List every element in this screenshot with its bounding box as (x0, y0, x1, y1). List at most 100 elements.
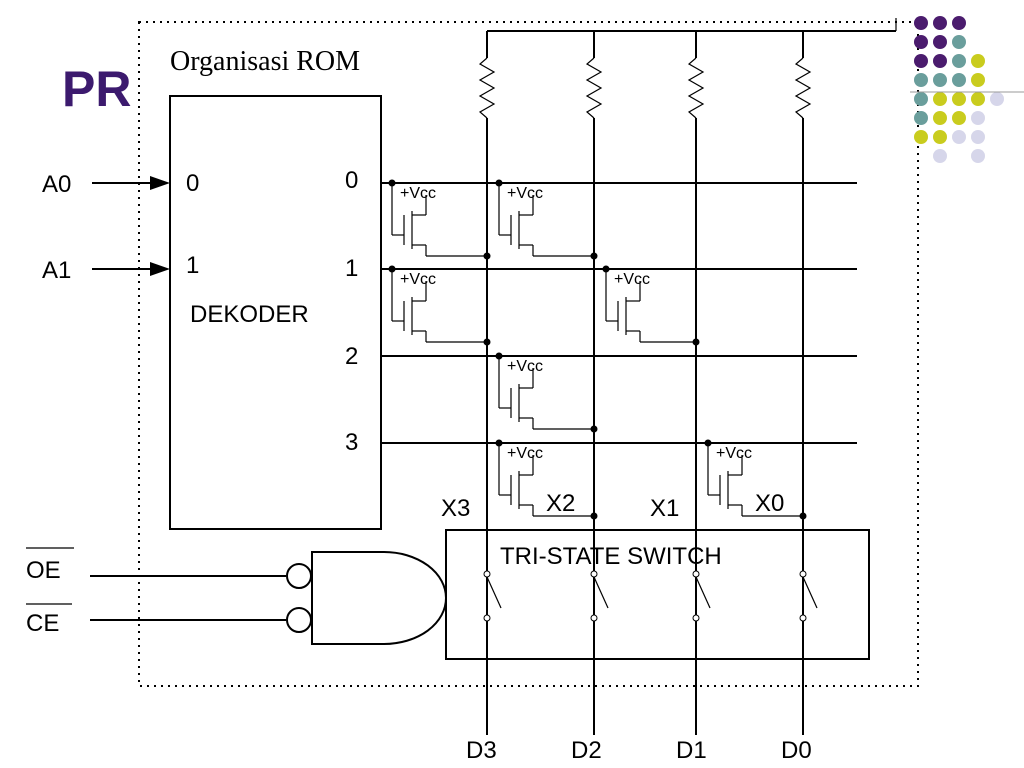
control-label-oe: OE (26, 557, 61, 584)
decorative-dot (914, 130, 928, 144)
column-label-x3: X3 (441, 495, 470, 522)
decorative-dot (952, 92, 966, 106)
decorative-dots (914, 16, 1004, 163)
switch-top-contact-3 (799, 570, 807, 578)
memory-array: +Vcc +Vcc +Vcc +Vcc +Vcc +Vcc +Vcc (381, 31, 857, 735)
decoder-input-1: 1 (186, 252, 199, 279)
decorative-dot (914, 73, 928, 87)
decorative-dot (952, 130, 966, 144)
memory-cell: +Vcc (388, 179, 491, 260)
output-label-d0: D0 (781, 737, 812, 764)
control-label-ce: CE (26, 610, 59, 637)
oe-inverter-bubble (286, 563, 312, 589)
diagram-title: Organisasi ROM (170, 46, 360, 77)
address-input-a1: A1 (42, 257, 71, 284)
cell-vcc-label: +Vcc (507, 358, 543, 375)
switch-bottom-contact-1 (590, 614, 598, 622)
decorative-dot (971, 92, 985, 106)
switch-bottom-contact-0 (483, 614, 491, 622)
memory-cell: +Vcc (602, 265, 700, 346)
decorative-dot (914, 35, 928, 49)
cell-bit-junction (590, 425, 598, 433)
a0-arrow (150, 176, 170, 190)
decoder-label: DEKODER (190, 301, 309, 328)
switch-blade-0 (486, 576, 502, 609)
cell-bit-junction (590, 512, 598, 520)
decorative-dot (971, 130, 985, 144)
output-label-d3: D3 (466, 737, 497, 764)
cell-bit-junction (799, 512, 807, 520)
switch-top-contact-2 (692, 570, 700, 578)
decorative-dot (971, 54, 985, 68)
cell-vcc-label: +Vcc (400, 271, 436, 288)
decorative-dot (971, 73, 985, 87)
decorative-dot (952, 16, 966, 30)
switch-blade-1 (593, 576, 609, 609)
decorative-dot (952, 35, 966, 49)
title-backdrop (148, 36, 410, 84)
address-input-a0: A0 (42, 171, 71, 198)
switch-top-contact-1 (590, 570, 598, 578)
switch-bottom-contact-3 (799, 614, 807, 622)
decorative-dot (933, 73, 947, 87)
memory-cell: +Vcc (388, 265, 491, 346)
cell-vcc-label: +Vcc (507, 185, 543, 202)
resistor-0 (478, 57, 496, 119)
resistor-2 (687, 57, 705, 119)
tri-state-switch-label: TRI-STATE SWITCH (500, 543, 722, 570)
output-label-d1: D1 (676, 737, 707, 764)
memory-cell: +Vcc (704, 439, 807, 520)
decoder-box (169, 95, 382, 530)
memory-cell: +Vcc (495, 439, 598, 520)
switch-blade-3 (802, 576, 818, 609)
decorative-dot (933, 35, 947, 49)
decorative-dot (971, 149, 985, 163)
column-label-x1: X1 (650, 495, 679, 522)
decorative-dot (990, 92, 1004, 106)
cell-bit-junction (692, 338, 700, 346)
switch-blade-2 (695, 576, 711, 609)
decoder-output-0: 0 (345, 167, 358, 194)
resistor-3 (794, 57, 812, 119)
memory-cell: +Vcc (495, 179, 598, 260)
decorative-dot (914, 54, 928, 68)
decorative-dot (952, 54, 966, 68)
decorative-dot (971, 111, 985, 125)
and-gate (311, 551, 447, 645)
decorative-dot (933, 130, 947, 144)
switch-top-contact-0 (483, 570, 491, 578)
slide-title-fragment: PR (62, 61, 131, 117)
cell-bit-junction (590, 252, 598, 260)
decoder-input-0: 0 (186, 170, 199, 197)
rom-boundary (138, 21, 919, 687)
cell-vcc-label: +Vcc (614, 271, 650, 288)
cell-vcc-label: +Vcc (400, 185, 436, 202)
resistor-1 (585, 57, 603, 119)
decorative-dot (914, 111, 928, 125)
cell-vcc-label: +Vcc (716, 445, 752, 462)
column-label-x0: X0 (755, 490, 784, 517)
output-label-d2: D2 (571, 737, 602, 764)
cell-bit-junction (483, 338, 491, 346)
decorative-dot (914, 16, 928, 30)
column-label-x2: X2 (546, 490, 575, 517)
ce-inverter-bubble (286, 607, 312, 633)
decoder-output-2: 2 (345, 343, 358, 370)
tri-state-switches (483, 570, 818, 622)
decorative-dot (933, 54, 947, 68)
decorative-dot (933, 111, 947, 125)
switch-bottom-contact-2 (692, 614, 700, 622)
decorative-dot (952, 111, 966, 125)
cell-bit-junction (483, 252, 491, 260)
memory-cell: +Vcc (495, 352, 598, 433)
decorative-dot (933, 149, 947, 163)
decoder-output-1: 1 (345, 255, 358, 282)
decorative-dot (933, 16, 947, 30)
decorative-dot (952, 73, 966, 87)
cell-vcc-label: +Vcc (507, 445, 543, 462)
a1-arrow (150, 262, 170, 276)
decoder-output-3: 3 (345, 429, 358, 456)
decorative-dot (914, 92, 928, 106)
decorative-dot (933, 92, 947, 106)
